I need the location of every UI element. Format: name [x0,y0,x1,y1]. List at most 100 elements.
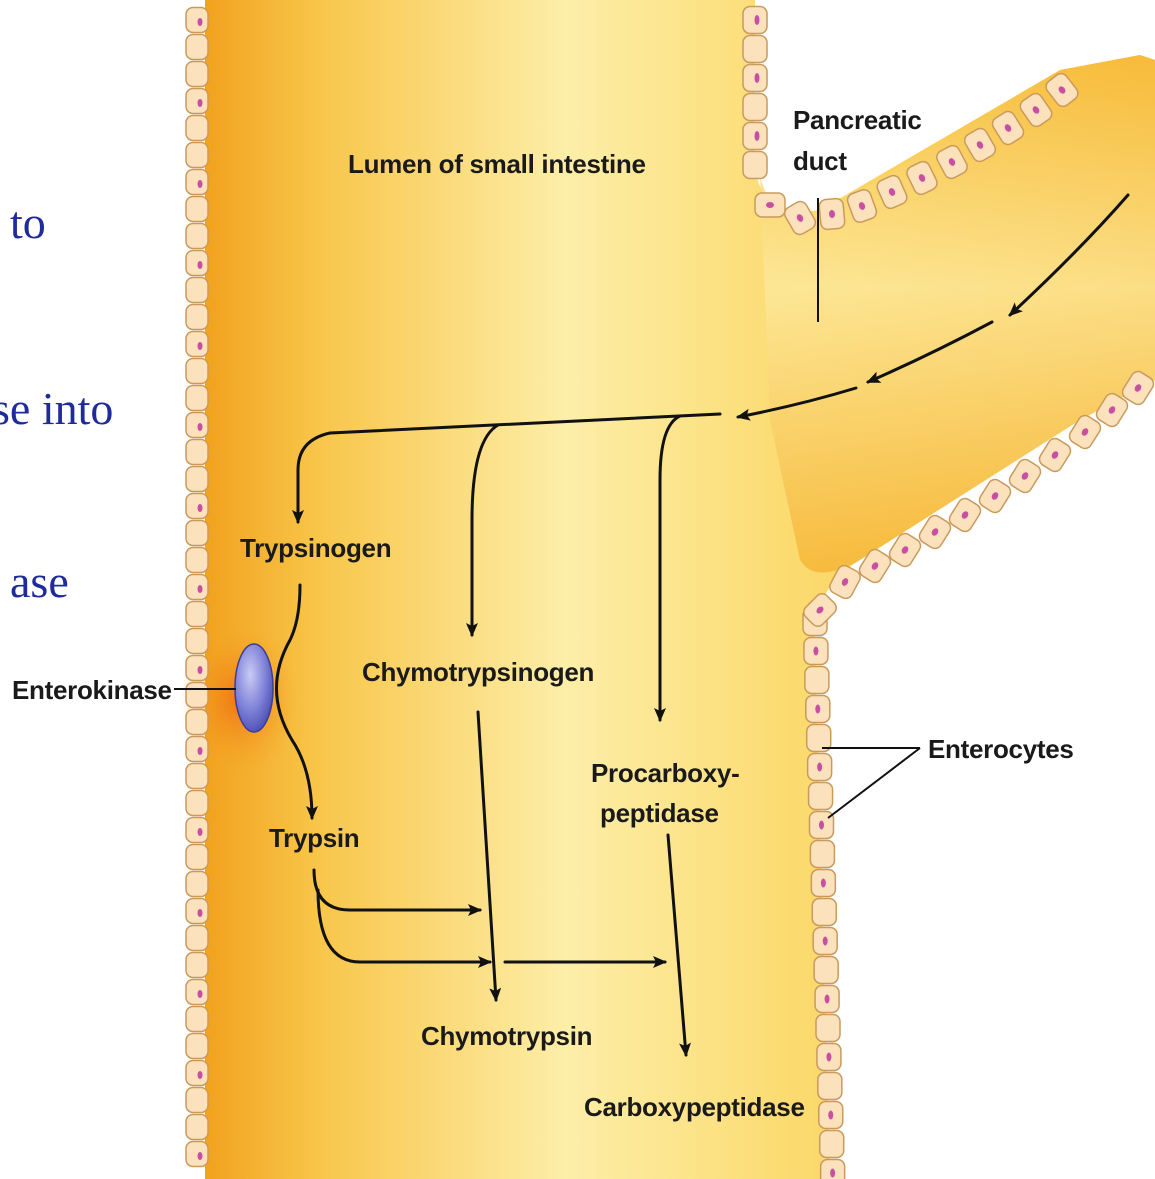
epithelial-cell [186,62,208,87]
cell-nucleus [766,202,774,208]
epithelial-cell [812,899,836,926]
procarboxypeptidase-label-line2: peptidase [600,798,719,828]
epithelial-cell [947,496,983,534]
epithelial-cell [186,1088,208,1113]
epithelial-cell [186,845,208,870]
cell-nucleus [198,18,203,26]
cell-nucleus [755,15,760,25]
epithelial-cell [186,413,208,438]
epithelial-cell [815,986,839,1013]
epithelial-cell [743,123,767,150]
epithelial-cell [186,359,208,384]
cell-nucleus [198,666,203,674]
cell-nucleus [823,937,828,946]
cell-nucleus [198,990,203,998]
epithelial-cell [186,89,208,114]
carboxypeptidase-label: Carboxypeptidase [584,1092,805,1122]
epithelial-cell [186,521,208,546]
epithelial-cell [814,957,838,984]
enterokinase-marker [235,644,273,732]
epithelial-cell [186,35,208,60]
trypsin-label: Trypsin [269,823,359,853]
epithelial-cell [821,1160,845,1179]
epithelial-cell [743,7,767,34]
epithelial-cell [806,696,830,723]
epithelial-cell [743,36,767,63]
epithelial-cell [186,818,208,843]
epithelial-cell [743,152,767,179]
epithelial-cell [186,332,208,357]
cell-nucleus [755,73,760,83]
trypsinogen-label: Trypsinogen [240,533,391,563]
lumen-label: Lumen of small intestine [348,149,646,179]
epithelial-cell [186,170,208,195]
epithelial-cell [186,1115,208,1140]
epithelial-cell [819,1102,843,1129]
epithelial-cell [743,65,767,92]
epithelial-cell [977,477,1013,515]
epithelial-cell [811,870,835,897]
cell-nucleus [198,585,203,593]
epithelial-cell [186,494,208,519]
cell-nucleus [198,1152,203,1160]
epithelial-cell [186,1061,208,1086]
epithelial-cell [186,602,208,627]
epithelial-cell [186,737,208,762]
epithelial-cell [186,305,208,330]
epithelial-cell [818,1073,842,1100]
cell-nucleus [819,821,824,830]
slide-text-fragment-3: ase [10,556,69,607]
procarboxypeptidase-label-line1: Procarboxy- [591,758,739,788]
cell-nucleus [198,342,203,350]
epithelial-cell [805,667,829,694]
slide-text-fragment-1: to [10,197,46,248]
epithelial-cell [186,926,208,951]
pancreatic-duct-label-line2: duct [793,146,847,176]
cell-nucleus [821,879,826,888]
cell-nucleus [198,828,203,836]
epithelial-cell [819,198,846,230]
epithelial-cell [186,1034,208,1059]
cell-nucleus [828,1111,833,1120]
cell-nucleus [198,909,203,917]
epithelial-cell [186,1007,208,1032]
cell-nucleus [198,1071,203,1079]
epithelial-cell [186,278,208,303]
epithelial-cell [186,629,208,654]
epithelial-cell [186,872,208,897]
cell-nucleus [198,747,203,755]
epithelial-cell [186,899,208,924]
epithelial-cell [186,386,208,411]
cell-nucleus [755,131,760,141]
epithelial-cell [813,928,837,955]
cell-nucleus [826,1053,831,1062]
cell-nucleus [813,647,818,656]
epithelial-cell [817,1044,841,1071]
epithelial-cell [743,94,767,121]
cell-nucleus [830,1169,835,1178]
cell-nucleus [198,504,203,512]
epithelial-cell [808,754,832,781]
epithelial-cell [186,1142,208,1167]
epithelial-cell [820,1131,844,1158]
enterokinase-label: Enterokinase [12,675,172,705]
left-epithelium [186,8,208,1167]
epithelial-cell [810,841,834,868]
epithelial-cell [186,575,208,600]
epithelial-cell [186,980,208,1005]
epithelial-cell [186,683,208,708]
chymotrypsinogen-label: Chymotrypsinogen [362,657,594,687]
cell-nucleus [198,423,203,431]
pancreatic-duct-label-line1: Pancreatic [793,105,922,135]
epithelial-cell [186,197,208,222]
epithelial-cell [186,548,208,573]
epithelial-cell [186,224,208,249]
epithelial-cell [186,467,208,492]
chymotrypsin-label: Chymotrypsin [421,1021,592,1051]
epithelial-cell [804,638,828,665]
cell-nucleus [198,99,203,107]
epithelial-cell [186,440,208,465]
epithelial-cell [186,656,208,681]
cell-nucleus [198,180,203,188]
epithelial-cell [186,8,208,33]
